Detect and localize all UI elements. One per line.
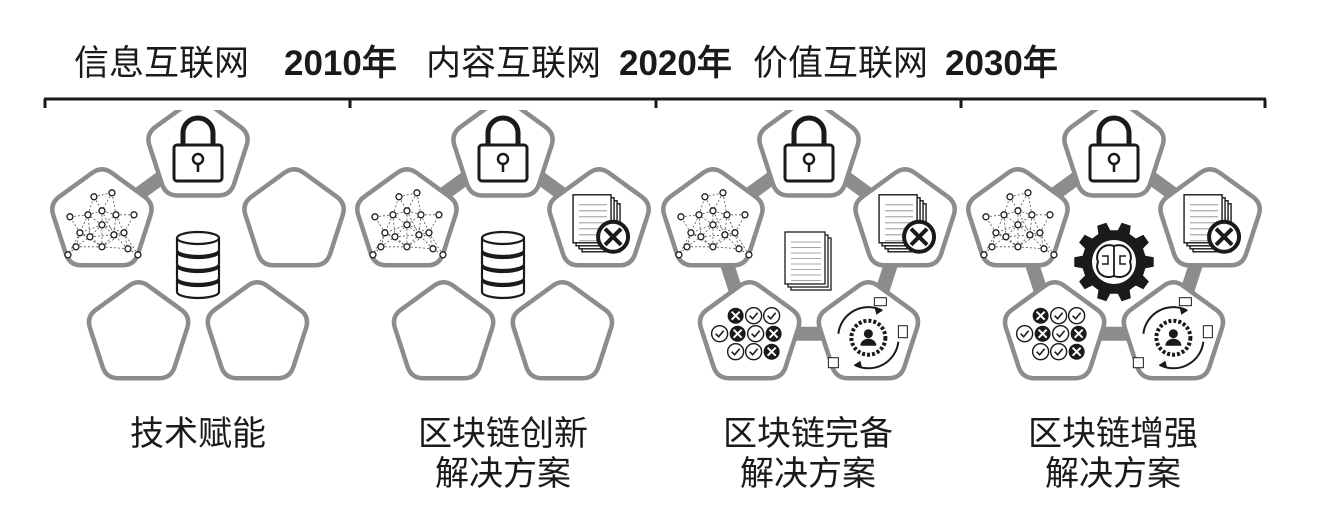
stage-caption-3-line1: 区块链完备 [723,414,893,454]
stage-caption-3-line2: 解决方案 [740,454,876,494]
user-cycle-module [816,280,921,381]
network-module [355,167,459,268]
stage-3 [661,110,957,381]
checklist-icon [1015,307,1087,361]
stage-caption-4-line2: 解决方案 [1045,454,1181,494]
user-cycle-icon [827,297,908,370]
lock-module [1062,110,1166,198]
lock-icon [1088,115,1140,183]
empty-module [86,280,191,381]
stage-2 [355,110,651,381]
ai-brain-gear-icon [1074,222,1154,302]
stage-caption-1: 技术赋能 [46,414,350,454]
era-label-information-internet: 信息互联网 [74,44,250,84]
checklist-icon [710,307,782,361]
empty-module [510,280,615,381]
year-label-2030: 2030年 [945,44,1058,83]
ledger-icon [784,231,832,291]
lock-icon [477,115,529,183]
stage-caption-2-line1: 区块链创新 [418,414,588,454]
stage-caption-3: 区块链完备 解决方案 [656,414,960,494]
timeline: 信息互联网 2010年 内容互联网 2020年 价值互联网 2030年 [0,0,1317,110]
era-label-content-internet: 内容互联网 [426,44,602,84]
network-icon [369,189,447,259]
lock-module [757,110,861,198]
no-document-icon [1183,194,1242,254]
year-label-2010: 2010年 [284,44,397,83]
stage-caption-2-line2: 解决方案 [435,454,571,494]
stage-caption-2: 区块链创新 解决方案 [351,414,655,494]
stage-caption-4: 区块链增强 解决方案 [961,414,1265,494]
stage-4 [966,110,1262,381]
checklist-module [1002,280,1107,381]
database-icon [480,230,526,300]
empty-module [242,167,346,268]
network-module [966,167,1070,268]
no-document-icon [878,194,937,254]
stages-illustration [50,110,1262,381]
stage-caption-1-line1: 技术赋能 [130,414,266,454]
no-document-module [1158,167,1262,268]
year-label-2020: 2020年 [619,44,732,83]
lock-icon [783,115,835,183]
network-icon [64,189,142,259]
user-cycle-icon [1132,297,1213,370]
stages-diagram: 技术赋能 区块链创新 解决方案 区块链完备 解决方案 区块链增强 解决方案 [0,110,1317,532]
user-cycle-module [1121,280,1226,381]
lock-module [451,110,555,198]
lock-icon [172,115,224,183]
database-icon [175,230,221,300]
checklist-module [697,280,802,381]
network-module [50,167,154,268]
empty-module [391,280,496,381]
no-document-module [853,167,957,268]
stage-1 [50,110,346,381]
network-icon [980,189,1058,259]
timeline-axis [43,97,1267,108]
no-document-icon [572,194,631,254]
network-icon [675,189,753,259]
no-document-module [547,167,651,268]
empty-module [205,280,310,381]
network-module [661,167,765,268]
lock-module [146,110,250,198]
stage-caption-4-line1: 区块链增强 [1028,414,1198,454]
era-label-value-internet: 价值互联网 [753,44,929,84]
